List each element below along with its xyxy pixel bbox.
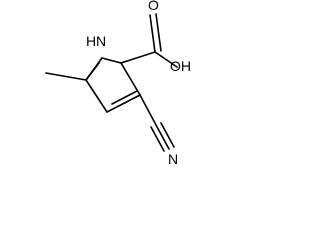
atom-label-oh: OH <box>170 58 191 74</box>
bond-c3-c2-double <box>111 90 138 105</box>
atom-label-o: O <box>148 0 159 13</box>
atom-label-n: N <box>96 33 106 49</box>
bond-c4-c3 <box>85 79 108 113</box>
structure-diagram: H N OH O N <box>0 0 194 170</box>
bond-nitrile-2 <box>160 122 175 148</box>
bond-c3-c2 <box>106 94 141 113</box>
atom-label-h: H <box>86 33 96 49</box>
molecule-drawing: H N OH O N <box>45 0 191 167</box>
bond-c5-n-double <box>85 62 100 81</box>
bond-carbonyl-b <box>155 13 162 52</box>
bond-carbonyl-a <box>149 14 156 53</box>
bond-carboxyl-oh <box>154 51 178 68</box>
bond-methyl <box>45 72 87 81</box>
bond-nitrile-1 <box>155 124 170 150</box>
bond-ring-carboxyl <box>120 51 156 64</box>
atom-label-nitrile-n: N <box>168 151 178 167</box>
bond-c2-c1 <box>120 62 141 96</box>
bond-ring-nitrile <box>139 94 157 126</box>
bond-c1-n <box>101 57 122 64</box>
bond-nitrile-3 <box>150 126 165 152</box>
